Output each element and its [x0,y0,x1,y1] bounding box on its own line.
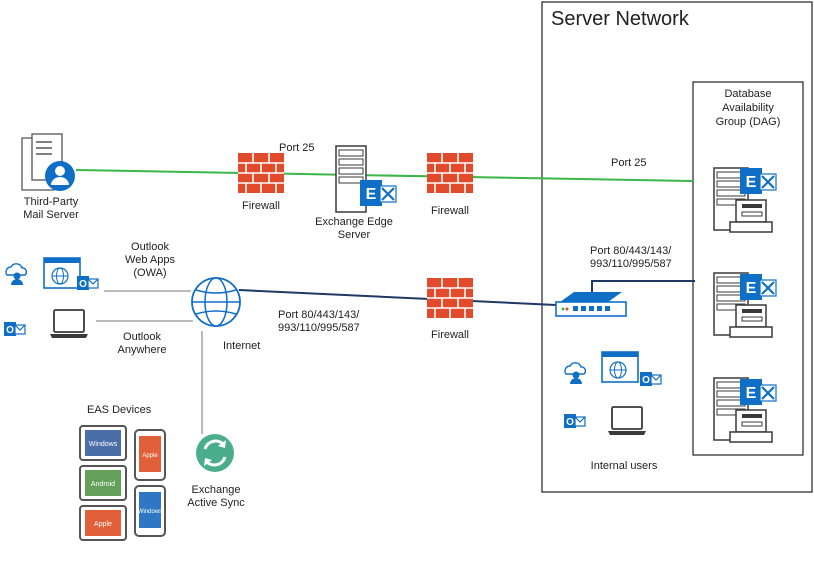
firewall-3-label: Firewall [431,329,469,341]
android-tablet-label: Android [91,481,115,488]
apple-tablet-label: Apple [94,521,112,528]
internal-browser-icon [601,351,639,383]
firewall-3-icon [426,277,474,319]
smtp-port25-link [75,169,694,182]
exchange-edge-logo-icon [358,178,398,208]
internal-outlook-icon [639,371,662,387]
exchange-active-sync-icon [196,434,234,472]
internet-ports-label: Port 80/443/143/ 993/110/995/587 [278,309,360,334]
firewall-2-label: Firewall [431,205,469,217]
port25-edge-label: Port 25 [279,142,315,154]
firewall-1-icon [237,152,285,194]
internet-label: Internet [223,340,261,352]
dag-server-3-exchange-icon [738,377,778,407]
internal-laptop-icon [607,406,647,436]
server-network-box [541,1,813,493]
windows-tablet: Windows [79,425,127,461]
windows-phone: Windows [134,485,166,537]
switch-dag-link [591,280,695,296]
dag-server-2-exchange-icon [738,272,778,302]
switch-ports-label: Port 80/443/143/ 993/110/995/587 [590,245,672,270]
eas-label: Exchange Active Sync [187,484,245,509]
outlook-user-icon [3,321,26,337]
client-port-link [238,289,557,306]
owa-browser-icon [43,257,81,289]
eas-devices-label: EAS Devices [87,404,152,416]
windows-phone-label: Windows [138,509,162,515]
owa-label: Outlook Web Apps (OWA) [125,241,175,279]
outlook-anywhere-label: Outlook Anywhere [117,331,167,356]
edge-server-label: Exchange Edge Server [315,216,393,241]
dag-box [692,81,804,456]
firewall-1-label: Firewall [242,200,280,212]
android-tablet: Android [79,465,127,501]
internal-cloud-user-icon [564,362,587,385]
third-party-label: Third-Party Mail Server [23,196,79,221]
network-switch-icon [555,292,627,317]
port25-dag-label: Port 25 [611,157,647,169]
cloud-user-icon [5,263,28,286]
third-party-mail-server [21,133,75,191]
apple-phone-label: Apple [142,453,158,459]
server-network-title: Server Network [551,8,689,30]
internal-users-label: Internal users [590,460,658,472]
internet-globe-icon [191,277,241,327]
outlook-anywhere-laptop-icon [49,309,89,339]
windows-tablet-label: Windows [89,441,118,448]
dag-label: Database Availability Group (DAG) [715,88,781,128]
dag-server-1-exchange-icon [738,166,778,196]
firewall-2-icon [426,152,474,194]
internal-outlook-user-icon [563,413,586,429]
apple-tablet: Apple [79,505,127,541]
owa-outlook-icon [76,275,99,291]
apple-phone: Apple [134,429,166,481]
